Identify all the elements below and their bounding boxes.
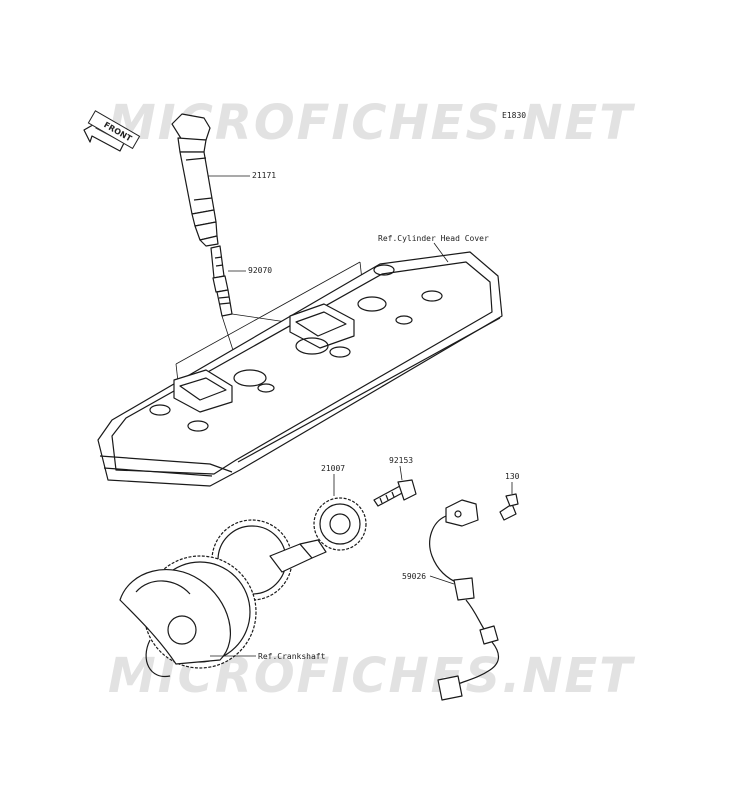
bolt-drawing: [373, 479, 417, 507]
timing-rotor-drawing: [313, 497, 367, 551]
label-spark-plug[interactable]: 92070: [248, 266, 273, 275]
label-crank-sensor[interactable]: 59026: [402, 572, 427, 581]
label-timing-rotor[interactable]: 21007: [321, 464, 346, 473]
label-crankshaft-ref[interactable]: Ref.Crankshaft: [258, 652, 326, 661]
spark-plug-drawing: [210, 245, 233, 317]
crank-sensor-drawing: [429, 499, 500, 701]
diagram-code: E1830: [502, 111, 527, 120]
label-bolt[interactable]: 92153: [389, 456, 414, 465]
crankshaft-drawing: [119, 519, 327, 678]
cylinder-head-cover-drawing: [97, 251, 503, 487]
sensor-bolt-drawing: [499, 493, 519, 521]
label-ignition-coil[interactable]: 21171: [252, 171, 277, 180]
label-sensor-bolt[interactable]: 130: [505, 472, 520, 481]
ignition-coil-drawing: [171, 113, 219, 247]
label-head-cover-ref[interactable]: Ref.Cylinder Head Cover: [378, 234, 489, 243]
